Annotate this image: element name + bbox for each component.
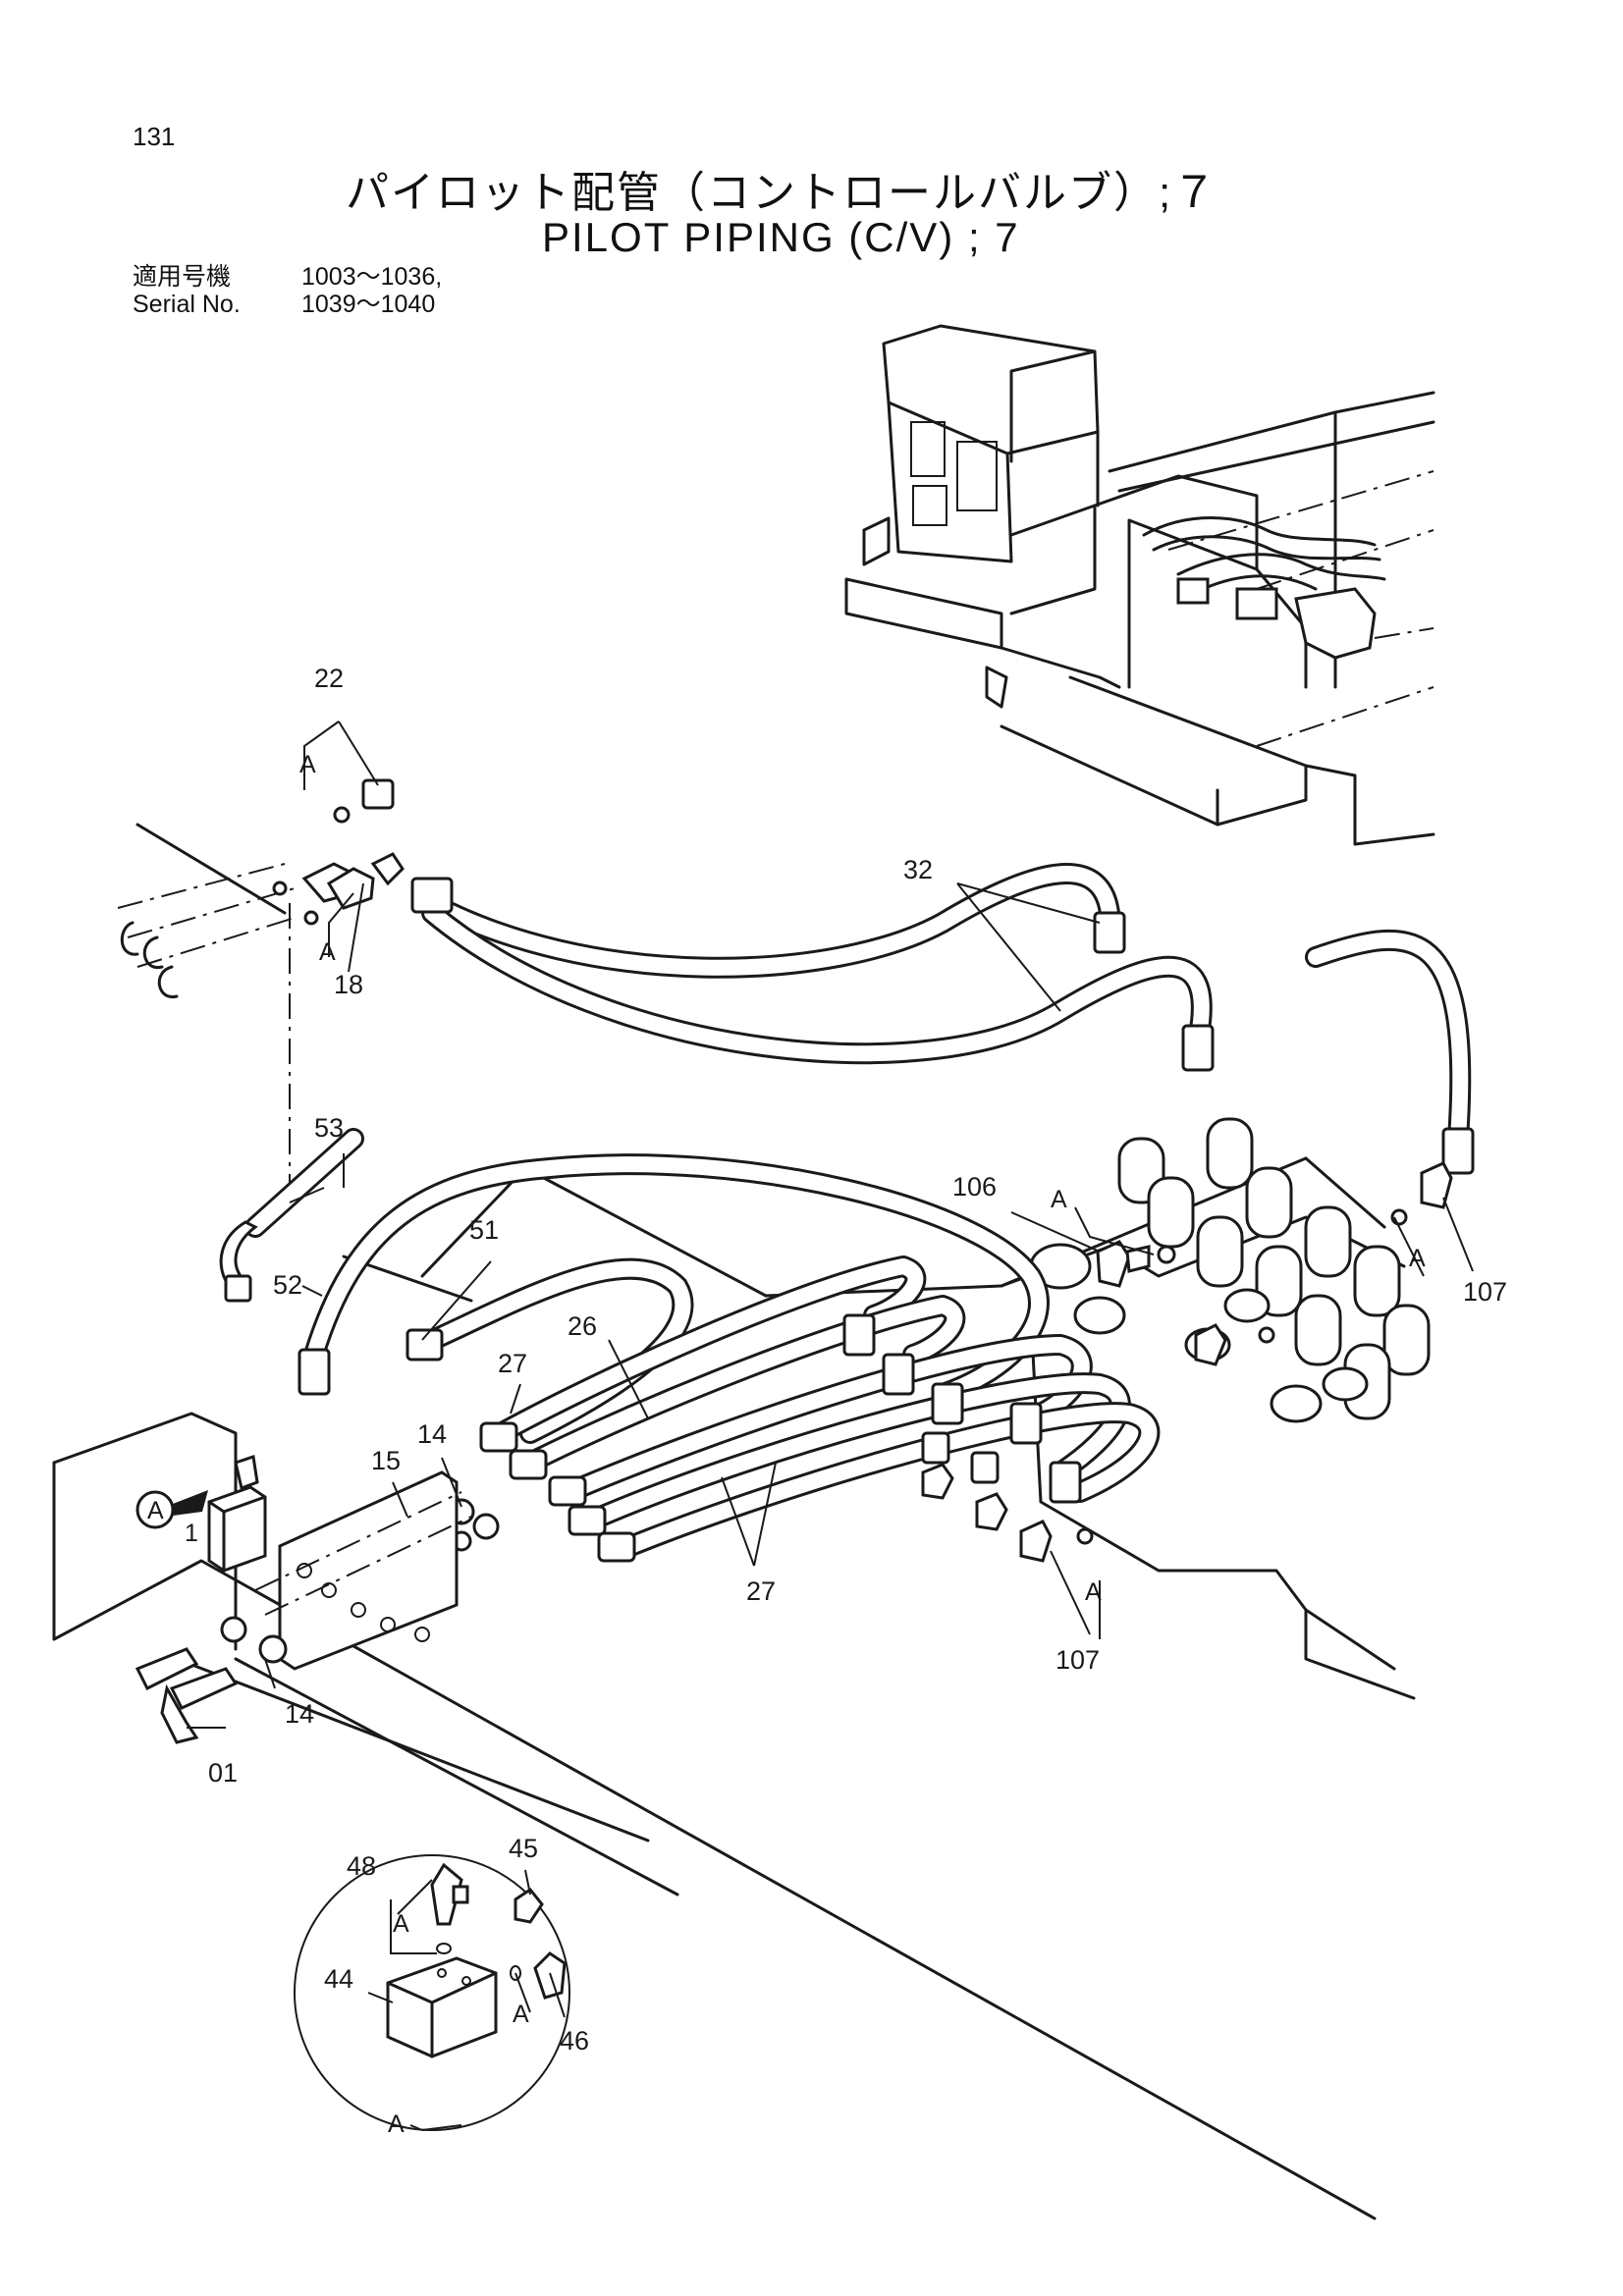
callout-14-upper: 14	[417, 1419, 447, 1449]
callout-15: 15	[371, 1446, 401, 1475]
detail-marker-a	[135, 1490, 208, 1529]
callout-01: 01	[208, 1758, 238, 1788]
detail-marker-index: 1	[185, 1520, 198, 1547]
detail-letter-tag: A	[388, 2110, 405, 2138]
callout-107-lower: 107	[1055, 1645, 1100, 1675]
callout-22: 22	[314, 664, 344, 693]
hose-107-right	[1305, 929, 1475, 1175]
fittings-18-22	[272, 778, 405, 926]
callout-26: 26	[568, 1311, 597, 1341]
detail-letter-tag: A	[513, 2001, 529, 2028]
leader-lines	[187, 721, 1474, 2132]
detail-letter-tag: A	[319, 938, 336, 966]
callout-107-right: 107	[1463, 1277, 1507, 1307]
callout-48: 48	[347, 1851, 376, 1881]
elbow-fittings-106-107	[921, 1161, 1453, 1563]
callout-18: 18	[334, 970, 363, 999]
applicability-row-en: Serial No. 1039～1040	[133, 285, 435, 320]
callout-53: 53	[314, 1113, 344, 1143]
applicability-row-ja: 適用号機 1003～1036,	[133, 257, 442, 293]
serial-range-1: 1003～1036,	[301, 263, 443, 291]
hose-53-52	[219, 1128, 1050, 1405]
callout-44: 44	[324, 1964, 353, 1994]
callout-106: 106	[952, 1172, 997, 1201]
detail-letter-tag: A	[1051, 1186, 1067, 1213]
detail-letter-tag: A	[299, 751, 316, 778]
callout-51: 51	[469, 1215, 499, 1245]
page-number: 131	[133, 122, 176, 151]
detail-letter-tag: A	[1085, 1578, 1102, 1606]
detail-letter-tag: A	[1409, 1245, 1426, 1272]
callout-27-upper: 27	[498, 1349, 527, 1378]
manifold-block-and-plate	[135, 1455, 472, 1744]
detail-marker-letter: A	[147, 1497, 164, 1524]
page-title-en: PILOT PIPING (C/V) ; 7	[542, 214, 1020, 260]
detail-letter-tag: A	[393, 1910, 409, 1938]
detail-view-a	[294, 1854, 570, 2131]
serial-range-2: 1039～1040	[301, 291, 436, 318]
callout-27-lower: 27	[746, 1576, 776, 1606]
detail-letter-tags: A A A A A A A A A 1	[147, 751, 1426, 2138]
hose-32-pair	[410, 863, 1215, 1072]
page-title-ja: パイロット配管（コントロールバルブ）;７	[346, 169, 1218, 217]
callout-46: 46	[560, 2026, 589, 2056]
callout-45: 45	[509, 1834, 538, 1863]
applicability-label-en: Serial No.	[133, 291, 241, 318]
callout-52: 52	[273, 1270, 302, 1300]
callout-numbers: 22 18 32 53 52 51 26 27 14 15 27 106 107…	[208, 664, 1507, 2056]
callout-32: 32	[903, 855, 933, 884]
callout-14-lower: 14	[285, 1699, 314, 1729]
applicability-label-ja: 適用号機	[133, 263, 232, 291]
machine-overview-illustration	[844, 324, 1435, 846]
